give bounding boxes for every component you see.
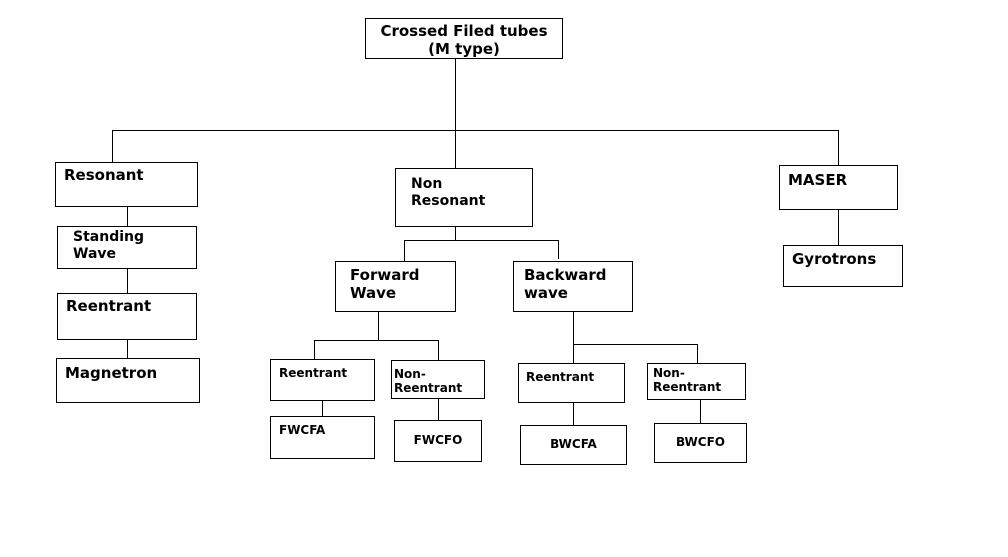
- connector-non-resonant-bus: [404, 240, 559, 241]
- connector-bwbus-to-non-reentrant: [697, 344, 698, 363]
- connector-bw-non-reentrant-to-bwcfo: [700, 400, 701, 423]
- connector-maser-to-gyrotrons: [838, 210, 839, 245]
- connector-resonant-to-standing-wave: [127, 207, 128, 226]
- connector-backward-wave-down: [573, 312, 574, 344]
- node-maser[interactable]: MASER: [779, 165, 898, 210]
- node-maser-label: MASER: [788, 171, 848, 189]
- connector-reentrant-to-magnetron: [127, 340, 128, 358]
- node-bw-reentrant[interactable]: Reentrant: [518, 363, 625, 403]
- node-resonant[interactable]: Resonant: [55, 162, 198, 207]
- node-fw-non-reentrant-label: Non-Reentrant: [394, 367, 463, 396]
- connector-bw-reentrant-to-bwcfa: [573, 403, 574, 425]
- connector-bwbus-to-reentrant: [573, 344, 574, 363]
- node-bw-reentrant-label: Reentrant: [526, 370, 595, 384]
- node-non-resonant-label: Non Resonant: [411, 176, 486, 209]
- connector-bus-to-resonant: [112, 130, 113, 162]
- node-backward-wave[interactable]: Backward wave: [513, 261, 633, 312]
- node-resonant-label: Resonant: [64, 166, 144, 184]
- node-bwcfa-label: BWCFA: [550, 437, 597, 451]
- node-reentrant-left-label: Reentrant: [66, 297, 152, 315]
- node-magnetron-label: Magnetron: [65, 364, 158, 382]
- node-fwcfo[interactable]: FWCFO: [394, 420, 482, 462]
- node-bw-non-reentrant-label: Non- Reentrant: [653, 366, 722, 395]
- node-fwcfa[interactable]: FWCFA: [270, 416, 375, 459]
- connector-bus-to-maser: [838, 130, 839, 165]
- node-reentrant-left[interactable]: Reentrant: [57, 293, 197, 340]
- node-forward-wave-label: Forward Wave: [350, 266, 420, 302]
- node-standing-wave-label: Standing Wave: [73, 229, 144, 262]
- node-non-resonant[interactable]: Non Resonant: [395, 168, 533, 227]
- node-forward-wave[interactable]: Forward Wave: [335, 261, 456, 312]
- connector-fwbus-to-non-reentrant: [438, 340, 439, 360]
- node-fw-non-reentrant[interactable]: Non-Reentrant: [391, 360, 485, 399]
- connector-bus-to-forward-wave: [404, 240, 405, 261]
- connector-fw-non-reentrant-to-fwcfo: [438, 399, 439, 420]
- node-fw-reentrant-label: Reentrant: [279, 366, 348, 380]
- node-root-label: Crossed Filed tubes (M type): [380, 22, 548, 58]
- connector-fwbus-to-reentrant: [314, 340, 315, 359]
- connector-fw-reentrant-to-fwcfa: [322, 401, 323, 416]
- connector-main-bus: [112, 130, 839, 131]
- node-root[interactable]: Crossed Filed tubes (M type): [365, 18, 563, 59]
- node-backward-wave-label: Backward wave: [524, 266, 607, 302]
- connector-forward-wave-bus: [314, 340, 438, 341]
- connector-standing-wave-to-reentrant: [127, 268, 128, 293]
- node-standing-wave[interactable]: Standing Wave: [57, 226, 197, 269]
- connector-bus-to-backward-wave: [558, 240, 559, 259]
- node-bw-non-reentrant[interactable]: Non- Reentrant: [647, 363, 746, 400]
- node-bwcfo[interactable]: BWCFO: [654, 423, 747, 463]
- node-fw-reentrant[interactable]: Reentrant: [270, 359, 375, 401]
- connector-root-down: [455, 58, 456, 131]
- node-bwcfo-label: BWCFO: [676, 435, 725, 449]
- node-bwcfa[interactable]: BWCFA: [520, 425, 627, 465]
- connector-bus-to-non-resonant: [455, 130, 456, 168]
- node-magnetron[interactable]: Magnetron: [56, 358, 200, 403]
- node-fwcfa-label: FWCFA: [279, 423, 326, 437]
- node-gyrotrons[interactable]: Gyrotrons: [783, 245, 903, 287]
- node-gyrotrons-label: Gyrotrons: [792, 250, 877, 268]
- connector-non-resonant-down: [455, 227, 456, 241]
- connector-backward-wave-bus: [573, 344, 697, 345]
- node-fwcfo-label: FWCFO: [413, 433, 463, 447]
- connector-forward-wave-down: [378, 312, 379, 340]
